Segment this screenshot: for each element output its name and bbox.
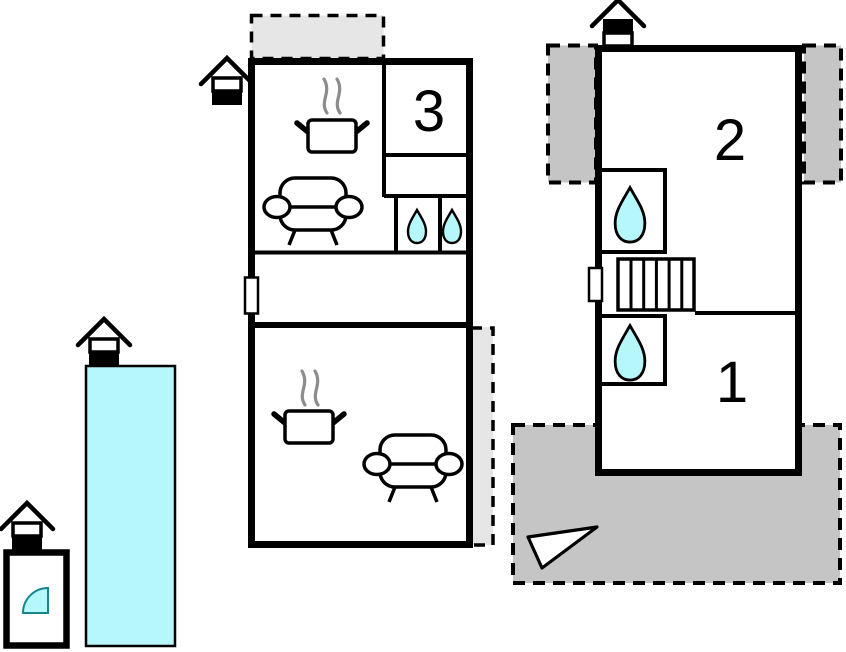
main-house: 3 [201, 13, 495, 548]
room-label-1: 1 [716, 350, 748, 415]
pool-house-walls [3, 549, 70, 649]
shower-icon [21, 586, 49, 614]
chimney-icon [78, 319, 130, 365]
pool-house [1, 503, 70, 649]
pool [84, 364, 177, 648]
chimney-icon [1, 503, 53, 549]
annex-house: 2 1 [511, 0, 843, 585]
door-marker [587, 266, 604, 303]
chimney-icon [592, 0, 644, 46]
room-label-2: 2 [714, 108, 746, 173]
bath-wall [602, 168, 667, 254]
pool-area [78, 319, 177, 648]
bath-wall [602, 314, 667, 386]
side-terrace [471, 327, 493, 545]
left-terrace [546, 43, 598, 185]
stairs-icon [616, 257, 696, 312]
entrance-arrow-icon [526, 525, 599, 570]
side-terrace-border [471, 326, 495, 547]
top-terrace [249, 13, 386, 61]
right-terrace [802, 43, 843, 185]
room-label-3: 3 [413, 79, 445, 144]
door-marker [243, 276, 260, 315]
chimney-icon [201, 58, 253, 104]
